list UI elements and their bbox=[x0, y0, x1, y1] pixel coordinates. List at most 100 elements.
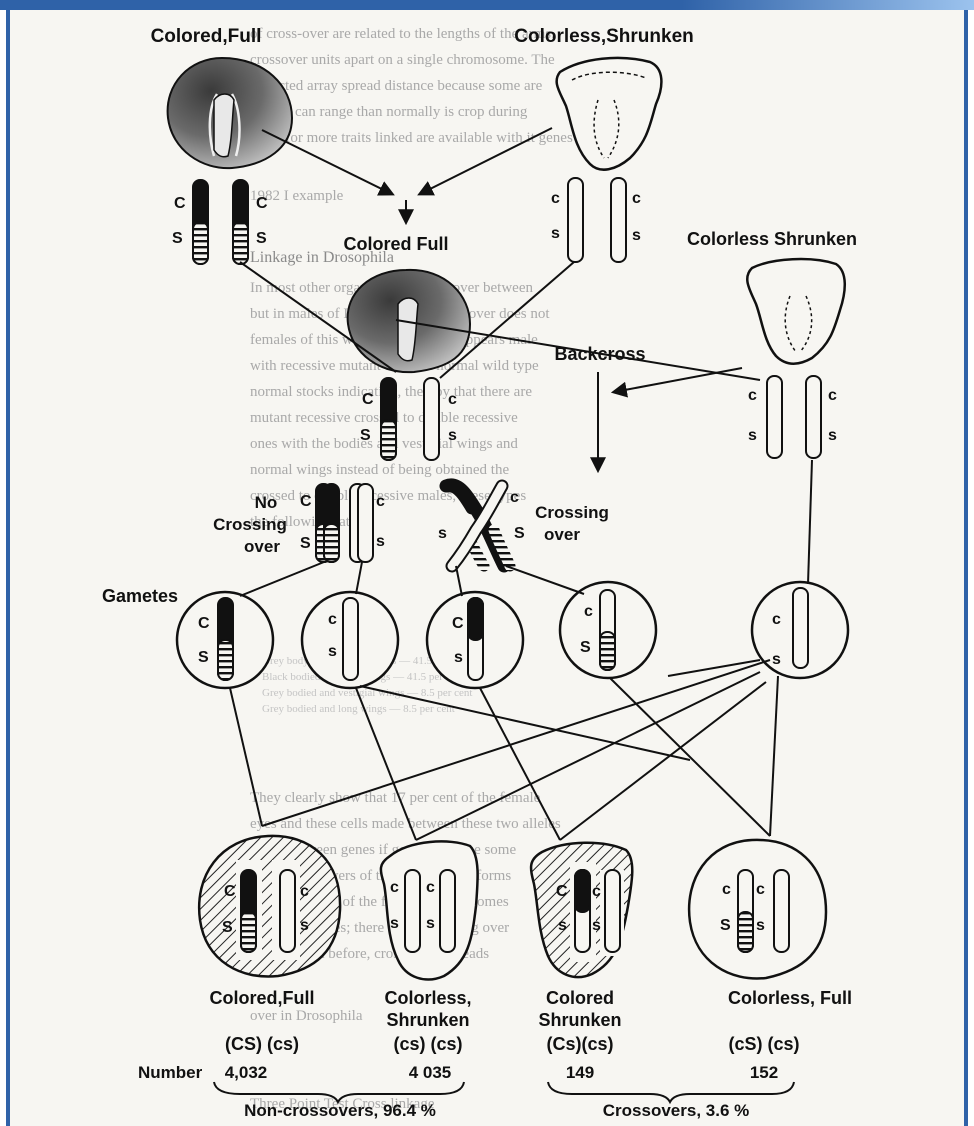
allele-S: S bbox=[222, 919, 233, 936]
offspring-name: Shrunken bbox=[386, 1010, 469, 1030]
connector-line bbox=[240, 562, 324, 596]
allele-S: S bbox=[172, 230, 183, 247]
seed-colorless-shrunken-top bbox=[557, 58, 662, 170]
allele-S: S bbox=[198, 649, 209, 666]
allele-C: C bbox=[174, 195, 186, 212]
bg-line: expected array spread distance because s… bbox=[250, 78, 543, 94]
offspring-colorless-full bbox=[689, 840, 826, 979]
connector-line bbox=[356, 562, 362, 594]
offspring-name: Shrunken bbox=[538, 1010, 621, 1030]
allele-c: c bbox=[426, 879, 435, 896]
allele-s: s bbox=[828, 427, 837, 444]
allele-c: c bbox=[756, 881, 765, 898]
parent-chromosomes-CS bbox=[193, 180, 248, 264]
connector-line bbox=[610, 678, 770, 836]
bg-line: over in Drosophila bbox=[250, 1008, 363, 1024]
allele-c: c bbox=[376, 493, 385, 510]
allele-c: c bbox=[584, 603, 593, 620]
connector-line bbox=[230, 688, 262, 826]
allele-c: c bbox=[828, 387, 837, 404]
offspring-name: Colored,Full bbox=[210, 988, 315, 1008]
allele-S: S bbox=[256, 230, 267, 247]
label-backcross: Backcross bbox=[554, 344, 645, 364]
label-no-crossing: No bbox=[255, 493, 278, 512]
allele-C: C bbox=[362, 391, 374, 408]
gamete-cs-parent bbox=[752, 582, 848, 678]
gamete-CS bbox=[177, 592, 273, 688]
seed-colorless-shrunken-right bbox=[747, 259, 845, 364]
label-colorless-shrunken-right: Colorless Shrunken bbox=[687, 229, 857, 249]
allele-s: s bbox=[632, 227, 641, 244]
bg-line: of cross-over are related to the lengths… bbox=[250, 26, 555, 42]
allele-s: s bbox=[756, 917, 765, 934]
allele-s: s bbox=[772, 651, 781, 668]
offspring-colored-shrunken bbox=[531, 843, 632, 977]
allele-s: s bbox=[328, 643, 337, 660]
seed-colored-full-f1 bbox=[348, 270, 470, 372]
allele-s: s bbox=[551, 225, 560, 242]
offspring-number: 152 bbox=[750, 1063, 778, 1082]
label-colorless-shrunken-top: Colorless,Shrunken bbox=[514, 26, 694, 47]
label-crossing-over: Crossing bbox=[535, 503, 609, 522]
allele-s: s bbox=[748, 427, 757, 444]
offspring-number: 4,032 bbox=[225, 1063, 268, 1082]
allele-S: S bbox=[300, 535, 311, 552]
offspring-number: 149 bbox=[566, 1063, 594, 1082]
allele-C: C bbox=[256, 195, 268, 212]
allele-S: S bbox=[720, 917, 731, 934]
allele-C: C bbox=[224, 883, 236, 900]
allele-S: S bbox=[514, 525, 525, 542]
allele-s: s bbox=[558, 917, 567, 934]
allele-c: c bbox=[300, 883, 309, 900]
bg-line: They clearly show that 17 per cent of th… bbox=[250, 790, 541, 806]
gamete-cs bbox=[302, 592, 398, 688]
bg-ratio-line: Grey bodied and vestigial wings — 8.5 pe… bbox=[262, 687, 472, 699]
allele-S: S bbox=[580, 639, 591, 656]
allele-c: c bbox=[592, 883, 601, 900]
bg-line: cases for more traits linked are availab… bbox=[250, 130, 573, 146]
allele-s: s bbox=[426, 915, 435, 932]
parent-chromosomes-cs bbox=[568, 178, 626, 262]
allele-C: C bbox=[452, 615, 464, 632]
right-parent-chromosomes bbox=[767, 376, 821, 458]
offspring-name: Colorless, Full bbox=[728, 988, 852, 1008]
offspring-number: 4 035 bbox=[409, 1063, 452, 1082]
offspring-genotype: (Cs)(cs) bbox=[546, 1034, 613, 1054]
label-crossovers: Crossovers, 3.6 % bbox=[603, 1101, 749, 1120]
gamete-cS bbox=[560, 582, 656, 678]
allele-C: C bbox=[300, 493, 312, 510]
allele-s: s bbox=[300, 917, 309, 934]
offspring-colored-full bbox=[199, 836, 340, 977]
allele-c: c bbox=[328, 611, 337, 628]
bg-ratio-line: Grey bodied and long wings — 8.5 per cen… bbox=[262, 703, 455, 715]
label-colored-full-f1: Colored Full bbox=[344, 234, 449, 254]
allele-c: c bbox=[632, 190, 641, 207]
brace-crossovers bbox=[548, 1082, 794, 1102]
connector-line bbox=[360, 686, 690, 760]
allele-s: s bbox=[438, 525, 447, 542]
allele-c: c bbox=[390, 879, 399, 896]
connector-line bbox=[770, 676, 778, 836]
bg-line: normal wings instead of being obtained t… bbox=[250, 462, 509, 478]
allele-s: s bbox=[390, 915, 399, 932]
label-no-crossing: Crossing bbox=[213, 515, 287, 534]
allele-C: C bbox=[556, 883, 568, 900]
label-crossing-over: over bbox=[544, 525, 580, 544]
offspring-genotype: (cS) (cs) bbox=[728, 1034, 799, 1054]
allele-S: S bbox=[360, 427, 371, 444]
offspring-name: Colored bbox=[546, 988, 614, 1008]
allele-c: c bbox=[510, 489, 519, 506]
label-colored-full-top: Colored,Full bbox=[151, 26, 262, 47]
number-label: Number bbox=[138, 1063, 203, 1082]
offspring-genotype: (cs) (cs) bbox=[393, 1034, 462, 1054]
connector-line bbox=[560, 682, 766, 840]
bg-line: crossover units apart on a single chromo… bbox=[250, 52, 555, 68]
allele-s: s bbox=[376, 533, 385, 550]
label-non-crossovers: Non-crossovers, 96.4 % bbox=[244, 1101, 436, 1120]
seed-colored-full-top bbox=[168, 58, 292, 168]
allele-c: c bbox=[722, 881, 731, 898]
bg-line: crossed to double recessive males, these… bbox=[250, 488, 526, 504]
label-no-crossing: over bbox=[244, 537, 280, 556]
allele-s: s bbox=[592, 917, 601, 934]
connector-line bbox=[506, 566, 584, 594]
